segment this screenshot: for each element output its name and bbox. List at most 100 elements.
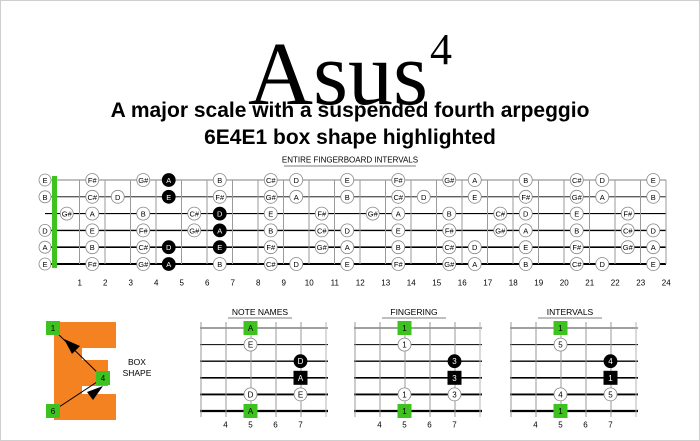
fret-number: 4 bbox=[154, 279, 159, 288]
note-label: C# bbox=[266, 260, 276, 269]
note-label: C# bbox=[87, 193, 97, 202]
note-marker bbox=[212, 257, 227, 271]
note-label: B bbox=[345, 193, 350, 202]
note-marker bbox=[467, 189, 482, 204]
note-label: E bbox=[268, 210, 273, 219]
box-shape-arrow bbox=[64, 339, 80, 354]
note-label: B bbox=[217, 260, 222, 269]
note-marker bbox=[314, 223, 329, 238]
note-marker bbox=[136, 240, 151, 255]
note-marker bbox=[187, 206, 202, 221]
box-shape-label-line-1: BOX bbox=[128, 357, 146, 367]
note-marker bbox=[518, 257, 533, 271]
fret-number: 10 bbox=[305, 279, 314, 288]
note-marker bbox=[85, 240, 100, 255]
note-marker bbox=[263, 240, 278, 255]
panel-fret-number: 4 bbox=[223, 421, 228, 430]
open-note-label: E bbox=[42, 176, 47, 185]
note-marker bbox=[467, 240, 482, 255]
subtitle-line-1: A major scale with a suspended fourth ar… bbox=[110, 99, 590, 122]
note-marker bbox=[646, 189, 661, 204]
panel-root-marker-dark bbox=[603, 370, 618, 385]
note-label: E bbox=[472, 193, 477, 202]
note-label: G# bbox=[266, 193, 277, 202]
note-label: F# bbox=[521, 193, 531, 202]
note-marker bbox=[646, 257, 661, 271]
open-note-marker bbox=[38, 173, 52, 187]
box-shape-marker-label: 1 bbox=[51, 324, 56, 333]
panel-note-marker bbox=[293, 387, 308, 402]
note-marker-highlighted bbox=[212, 240, 227, 255]
note-label: A bbox=[166, 176, 171, 185]
note-marker bbox=[569, 206, 584, 221]
panel-title: FINGERING bbox=[390, 307, 437, 317]
panel-root-marker-dark bbox=[447, 370, 462, 385]
panel-note-marker bbox=[447, 387, 462, 402]
panel-note-marker bbox=[397, 337, 412, 352]
note-label: D bbox=[115, 193, 121, 202]
box-shape-marker-label: 4 bbox=[101, 374, 106, 383]
note-label: B bbox=[574, 226, 579, 235]
fret-number: 21 bbox=[585, 279, 594, 288]
note-marker bbox=[416, 189, 431, 204]
note-label: F# bbox=[445, 226, 455, 235]
note-label: A bbox=[166, 260, 171, 269]
note-marker bbox=[569, 240, 584, 255]
note-label: F# bbox=[266, 243, 276, 252]
note-marker bbox=[340, 223, 355, 238]
note-marker bbox=[391, 240, 406, 255]
panel-root-marker bbox=[397, 321, 412, 335]
panel-note-marker bbox=[243, 337, 258, 352]
note-marker bbox=[467, 173, 482, 187]
fret-number: 22 bbox=[611, 279, 620, 288]
note-marker bbox=[569, 189, 584, 204]
note-marker bbox=[85, 173, 100, 187]
panel-note-marker bbox=[553, 337, 568, 352]
note-label: E bbox=[396, 226, 401, 235]
note-label: D bbox=[217, 210, 223, 219]
panel-note-label: 3 bbox=[452, 357, 457, 366]
fret-number: 24 bbox=[662, 279, 671, 288]
note-label: A bbox=[90, 210, 95, 219]
panel-root-marker bbox=[243, 404, 258, 418]
note-label: C# bbox=[189, 210, 199, 219]
fingerboard-label: ENTIRE FINGERBOARD INTERVALS bbox=[282, 156, 418, 165]
note-marker bbox=[620, 206, 635, 221]
panel-note-label: 3 bbox=[452, 390, 457, 399]
note-label: G# bbox=[189, 226, 200, 235]
note-label: B bbox=[447, 210, 452, 219]
note-label: D bbox=[600, 260, 606, 269]
note-label: F# bbox=[139, 226, 149, 235]
note-label: C# bbox=[572, 176, 582, 185]
open-note-label: E bbox=[42, 260, 47, 269]
note-marker bbox=[289, 173, 304, 187]
note-marker bbox=[136, 173, 151, 187]
note-marker bbox=[391, 189, 406, 204]
panel-root-marker-dark bbox=[293, 370, 308, 385]
note-marker bbox=[212, 189, 227, 204]
panel-fret-number: 6 bbox=[583, 421, 588, 430]
note-marker bbox=[518, 206, 533, 221]
panel-note-label: E bbox=[248, 341, 253, 350]
note-marker bbox=[340, 257, 355, 271]
fret-number: 5 bbox=[180, 279, 185, 288]
panel-note-label: D bbox=[298, 357, 304, 366]
note-label: E bbox=[166, 193, 171, 202]
note-label: A bbox=[523, 226, 528, 235]
note-marker bbox=[493, 206, 508, 221]
note-label: C# bbox=[495, 210, 505, 219]
panel-fret-number: 5 bbox=[558, 421, 563, 430]
subtitle-line-2: 6E4E1 box shape highlighted bbox=[204, 126, 496, 149]
note-marker bbox=[263, 189, 278, 204]
nut-green-bar bbox=[52, 176, 57, 268]
note-marker bbox=[442, 173, 457, 187]
note-label: F# bbox=[88, 260, 98, 269]
note-marker bbox=[467, 257, 482, 271]
note-marker bbox=[85, 189, 100, 204]
open-note-marker bbox=[38, 240, 52, 254]
note-marker bbox=[59, 206, 74, 221]
note-marker bbox=[85, 206, 100, 221]
panel-root-marker bbox=[397, 404, 412, 418]
panel-fret-number: 7 bbox=[452, 421, 457, 430]
